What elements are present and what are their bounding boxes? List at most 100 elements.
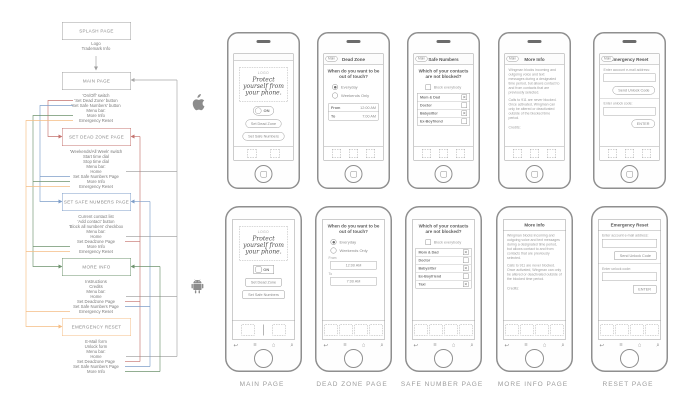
shortcut-placeholder-icon[interactable] bbox=[272, 324, 286, 336]
tab-placeholder-icon[interactable] bbox=[530, 149, 539, 158]
shortcut-placeholder-icon[interactable] bbox=[459, 324, 473, 336]
contact-row[interactable]: Taxi ✕ bbox=[416, 280, 471, 288]
contact-row[interactable]: Doctor bbox=[416, 256, 471, 264]
home-icon[interactable]: ⌂ bbox=[361, 342, 366, 348]
tab-placeholder-icon[interactable] bbox=[456, 149, 465, 158]
checkbox-icon[interactable] bbox=[461, 118, 467, 124]
shortcut-placeholder-icon[interactable] bbox=[630, 324, 644, 336]
radio-everyday[interactable]: Everyday bbox=[330, 239, 385, 245]
menu-icon[interactable]: ≡ bbox=[524, 342, 528, 348]
shortcut-placeholder-icon[interactable] bbox=[354, 324, 368, 336]
tab-placeholder-icon[interactable] bbox=[547, 149, 556, 158]
email-input[interactable] bbox=[603, 73, 656, 82]
radio-weekends-only[interactable]: Weekends Only bbox=[332, 92, 383, 99]
tab-placeholder-icon[interactable] bbox=[642, 149, 651, 158]
shortcut-placeholder-icon[interactable] bbox=[550, 324, 564, 336]
send-unlock-code-button[interactable]: Send Unlock Code bbox=[612, 86, 655, 95]
tab-placeholder-icon[interactable] bbox=[247, 149, 257, 158]
home-button[interactable] bbox=[525, 165, 544, 183]
contact-row[interactable]: Babysitter ✕ bbox=[416, 264, 471, 272]
checkbox-icon[interactable]: ✕ bbox=[463, 249, 469, 255]
set-dead-zone-button[interactable]: Set Dead Zone bbox=[245, 278, 282, 287]
back-icon[interactable]: ↩ bbox=[599, 342, 605, 349]
set-dead-zone-button[interactable]: Set Dead Zone bbox=[245, 119, 282, 128]
unlock-code-input[interactable] bbox=[602, 272, 657, 281]
tab-placeholder-icon[interactable] bbox=[439, 149, 448, 158]
tab-placeholder-icon[interactable] bbox=[625, 149, 634, 158]
back-button[interactable]: Main bbox=[415, 56, 428, 62]
menu-icon[interactable]: ≡ bbox=[433, 342, 437, 348]
trackball-button[interactable] bbox=[434, 349, 453, 368]
home-icon[interactable]: ⌂ bbox=[637, 342, 642, 348]
search-icon[interactable]: ⌕ bbox=[656, 342, 660, 348]
from-time-field[interactable]: 12:00 AM bbox=[330, 261, 377, 270]
set-safe-numbers-button[interactable]: Set Safe Numbers bbox=[242, 132, 285, 141]
block-everybody-checkbox[interactable]: Block everybody bbox=[425, 239, 461, 245]
tab-placeholder-icon[interactable] bbox=[366, 149, 375, 158]
contact-row[interactable]: Ex-Boyfriend bbox=[416, 272, 471, 280]
contact-row[interactable]: Doctor bbox=[417, 101, 470, 109]
shortcut-placeholder-icon[interactable] bbox=[429, 324, 443, 336]
back-button[interactable]: Main bbox=[325, 56, 338, 62]
tab-placeholder-icon[interactable] bbox=[608, 149, 617, 158]
checkbox-icon[interactable]: ✕ bbox=[461, 110, 467, 116]
enter-button[interactable]: ENTER bbox=[632, 285, 657, 294]
email-input[interactable] bbox=[602, 239, 657, 248]
trackball-button[interactable] bbox=[344, 349, 363, 368]
home-button[interactable] bbox=[344, 165, 363, 183]
shortcut-placeholder-icon[interactable] bbox=[505, 324, 519, 336]
search-icon[interactable]: ⌕ bbox=[470, 342, 474, 348]
home-icon[interactable]: ⌂ bbox=[271, 342, 276, 348]
menu-icon[interactable]: ≡ bbox=[619, 342, 623, 348]
shortcut-placeholder-icon[interactable] bbox=[414, 324, 428, 336]
tab-placeholder-icon[interactable] bbox=[349, 149, 358, 158]
tab-placeholder-icon[interactable] bbox=[422, 149, 431, 158]
shortcut-placeholder-icon[interactable] bbox=[369, 324, 383, 336]
home-icon[interactable]: ⌂ bbox=[542, 342, 547, 348]
shortcut-placeholder-icon[interactable] bbox=[339, 324, 353, 336]
shortcut-placeholder-icon[interactable] bbox=[645, 324, 659, 336]
back-icon[interactable]: ↩ bbox=[504, 342, 510, 349]
shortcut-placeholder-icon[interactable] bbox=[600, 324, 614, 336]
home-button[interactable] bbox=[434, 165, 453, 183]
shortcut-placeholder-icon[interactable] bbox=[520, 324, 534, 336]
checkbox-icon[interactable] bbox=[463, 273, 469, 279]
back-icon[interactable]: ↩ bbox=[413, 342, 419, 349]
checkbox-icon[interactable]: ✕ bbox=[461, 94, 467, 100]
tab-placeholder-icon[interactable] bbox=[332, 149, 341, 158]
trackball-button[interactable] bbox=[254, 349, 273, 368]
checkbox-icon[interactable] bbox=[461, 102, 467, 108]
home-button[interactable] bbox=[254, 165, 273, 183]
home-button[interactable] bbox=[620, 165, 639, 183]
contact-row[interactable]: Babysitter ✕ bbox=[417, 109, 470, 117]
to-time-field[interactable]: 7:00 AM bbox=[330, 277, 377, 286]
contact-row[interactable]: Ex-Boyfriend bbox=[417, 117, 470, 125]
shortcut-placeholder-icon[interactable] bbox=[444, 324, 458, 336]
to-time-row[interactable]: To 7:00 AM bbox=[328, 111, 379, 121]
home-icon[interactable]: ⌂ bbox=[451, 342, 456, 348]
checkbox-icon[interactable] bbox=[463, 257, 469, 263]
menu-icon[interactable]: ≡ bbox=[253, 342, 257, 348]
unlock-code-input[interactable] bbox=[603, 107, 656, 116]
contact-row[interactable]: Mom & Dad ✕ bbox=[418, 94, 470, 102]
tab-placeholder-icon[interactable] bbox=[513, 149, 522, 158]
back-button[interactable]: Main bbox=[506, 56, 519, 62]
trackball-button[interactable] bbox=[525, 349, 544, 368]
search-icon[interactable]: ⌕ bbox=[561, 342, 565, 348]
shortcut-placeholder-icon[interactable] bbox=[535, 324, 549, 336]
on-off-toggle[interactable]: ON bbox=[253, 265, 274, 274]
search-icon[interactable]: ⌕ bbox=[380, 342, 384, 348]
trackball-button[interactable] bbox=[620, 349, 639, 368]
send-unlock-code-button[interactable]: Send Unlock Code bbox=[614, 251, 657, 260]
radio-weekends-only[interactable]: Weekends Only bbox=[330, 247, 385, 254]
shortcut-placeholder-icon[interactable] bbox=[324, 324, 338, 336]
on-off-toggle[interactable]: ON bbox=[253, 106, 274, 116]
menu-icon[interactable]: ≡ bbox=[343, 342, 347, 348]
back-icon[interactable]: ↩ bbox=[323, 342, 329, 349]
back-icon[interactable]: ↩ bbox=[233, 342, 239, 349]
contact-row[interactable]: Mom & Dad ✕ bbox=[416, 249, 471, 257]
shortcut-placeholder-icon[interactable] bbox=[241, 324, 255, 336]
tab-placeholder-icon[interactable] bbox=[270, 149, 280, 158]
from-time-row[interactable]: From 12:00 AM bbox=[329, 104, 379, 112]
search-icon[interactable]: ⌕ bbox=[290, 342, 294, 348]
